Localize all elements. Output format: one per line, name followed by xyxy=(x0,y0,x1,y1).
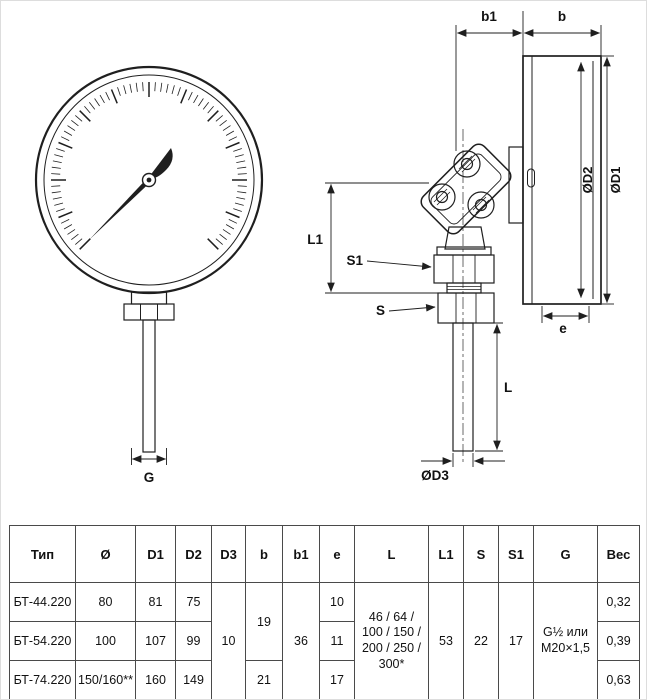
col-header-g: G xyxy=(533,525,598,583)
cell-ves: 0,63 xyxy=(597,660,640,699)
cell-d2: 75 xyxy=(175,582,212,622)
cell-b-merged: 19 xyxy=(245,582,283,661)
col-header-s1: S1 xyxy=(498,525,534,583)
col-header-l1: L1 xyxy=(428,525,464,583)
cell-l-merged: 46 / 64 / 100 / 150 / 200 / 250 / 300* xyxy=(354,582,429,699)
cell-d3-merged: 10 xyxy=(211,582,246,699)
needle-flag xyxy=(152,148,173,178)
cell-tip: БТ-54.220 xyxy=(9,621,76,661)
cell-l1-merged: 53 xyxy=(428,582,464,699)
neck-taper xyxy=(444,226,486,250)
label-d3: ØD3 xyxy=(421,468,449,483)
col-header-d3: D3 xyxy=(211,525,246,583)
col-header-ves: Вес xyxy=(597,525,640,583)
front-stem xyxy=(142,319,156,453)
spec-table-header: Тип Ø D1 D2 D3 b b1 e L L1 S S1 G Вес xyxy=(9,525,640,583)
col-header-e: e xyxy=(319,525,355,583)
label-d2: ØD2 xyxy=(580,167,595,194)
dim-e xyxy=(541,306,590,323)
label-L1: L1 xyxy=(307,232,323,247)
cell-d1: 107 xyxy=(135,621,176,661)
needle-blade xyxy=(89,178,151,240)
cell-d2: 149 xyxy=(175,660,212,699)
cell-tip: БТ-74.220 xyxy=(9,660,76,699)
label-S: S xyxy=(376,303,385,318)
cell-b: 21 xyxy=(245,660,283,699)
col-header-diameter: Ø xyxy=(75,525,136,583)
cell-b1-merged: 36 xyxy=(282,582,320,699)
dial-outer-rim xyxy=(34,65,264,295)
label-G: G xyxy=(144,470,155,485)
fittings xyxy=(433,226,495,452)
hex-s xyxy=(437,292,495,324)
cell-ves: 0,32 xyxy=(597,582,640,622)
table-row: БТ-74.220 150/160** 160 149 21 17 0,63 xyxy=(9,660,640,699)
bracket-bolt xyxy=(453,150,481,178)
col-header-d2: D2 xyxy=(175,525,212,583)
probe-stem xyxy=(452,322,474,452)
col-header-s: S xyxy=(463,525,499,583)
cell-tip: БТ-44.220 xyxy=(9,582,76,622)
angle-bracket xyxy=(420,143,524,235)
bracket-case-tab xyxy=(508,146,524,224)
cell-e: 17 xyxy=(319,660,355,699)
table-row: БТ-44.220 80 81 75 10 19 36 10 46 / 64 /… xyxy=(9,582,640,699)
front-view: G xyxy=(34,65,264,485)
dim-L xyxy=(475,322,503,452)
label-S1: S1 xyxy=(346,253,363,268)
label-L: L xyxy=(504,380,512,395)
bracket-bolt xyxy=(467,191,495,219)
cell-g-merged: G½ или M20×1,5 xyxy=(533,582,598,699)
cell-e: 10 xyxy=(319,582,355,622)
dim-L1 xyxy=(325,182,438,294)
spec-table: Тип Ø D1 D2 D3 b b1 e L L1 S S1 G Вес БТ… xyxy=(9,525,640,699)
needle-hub-pin xyxy=(146,177,152,183)
cell-d1: 160 xyxy=(135,660,176,699)
bracket-plate-inner xyxy=(430,153,502,225)
label-e: e xyxy=(559,321,567,336)
side-view: b1 b ØD2 ØD1 e xyxy=(307,9,623,483)
thermometer-drawing: G xyxy=(34,9,623,485)
dim-G xyxy=(131,448,167,465)
hex-s1 xyxy=(433,254,495,284)
case-slot xyxy=(527,168,535,188)
needle xyxy=(89,148,173,240)
label-d1: ØD1 xyxy=(608,167,623,194)
leader-s xyxy=(388,303,436,312)
dim-diameters xyxy=(577,55,614,305)
leader-s1 xyxy=(366,260,432,270)
col-header-b: b xyxy=(245,525,283,583)
cell-diameter: 100 xyxy=(75,621,136,661)
cell-d1: 81 xyxy=(135,582,176,622)
bracket-plate-outer xyxy=(420,143,512,235)
table-row: БТ-54.220 100 107 99 11 0,39 xyxy=(9,621,640,661)
dim-top xyxy=(455,11,602,151)
cell-e: 11 xyxy=(319,621,355,661)
col-header-b1: b1 xyxy=(282,525,320,583)
dial-inner-rim xyxy=(43,74,255,286)
cell-diameter: 80 xyxy=(75,582,136,622)
cell-d2: 99 xyxy=(175,621,212,661)
col-header-tip: Тип xyxy=(9,525,76,583)
dial-ticks xyxy=(51,82,247,250)
front-hex-nut xyxy=(123,303,175,321)
cell-ves: 0,39 xyxy=(597,621,640,661)
cell-s-merged: 22 xyxy=(463,582,499,699)
cell-diameter: 150/160** xyxy=(75,660,136,699)
cell-s1-merged: 17 xyxy=(498,582,534,699)
label-b1: b1 xyxy=(481,9,497,24)
dim-D3 xyxy=(421,453,505,467)
bracket-bolt xyxy=(428,183,456,211)
label-b: b xyxy=(558,9,566,24)
thread-collar xyxy=(446,282,482,294)
col-header-d1: D1 xyxy=(135,525,176,583)
col-header-l: L xyxy=(354,525,429,583)
